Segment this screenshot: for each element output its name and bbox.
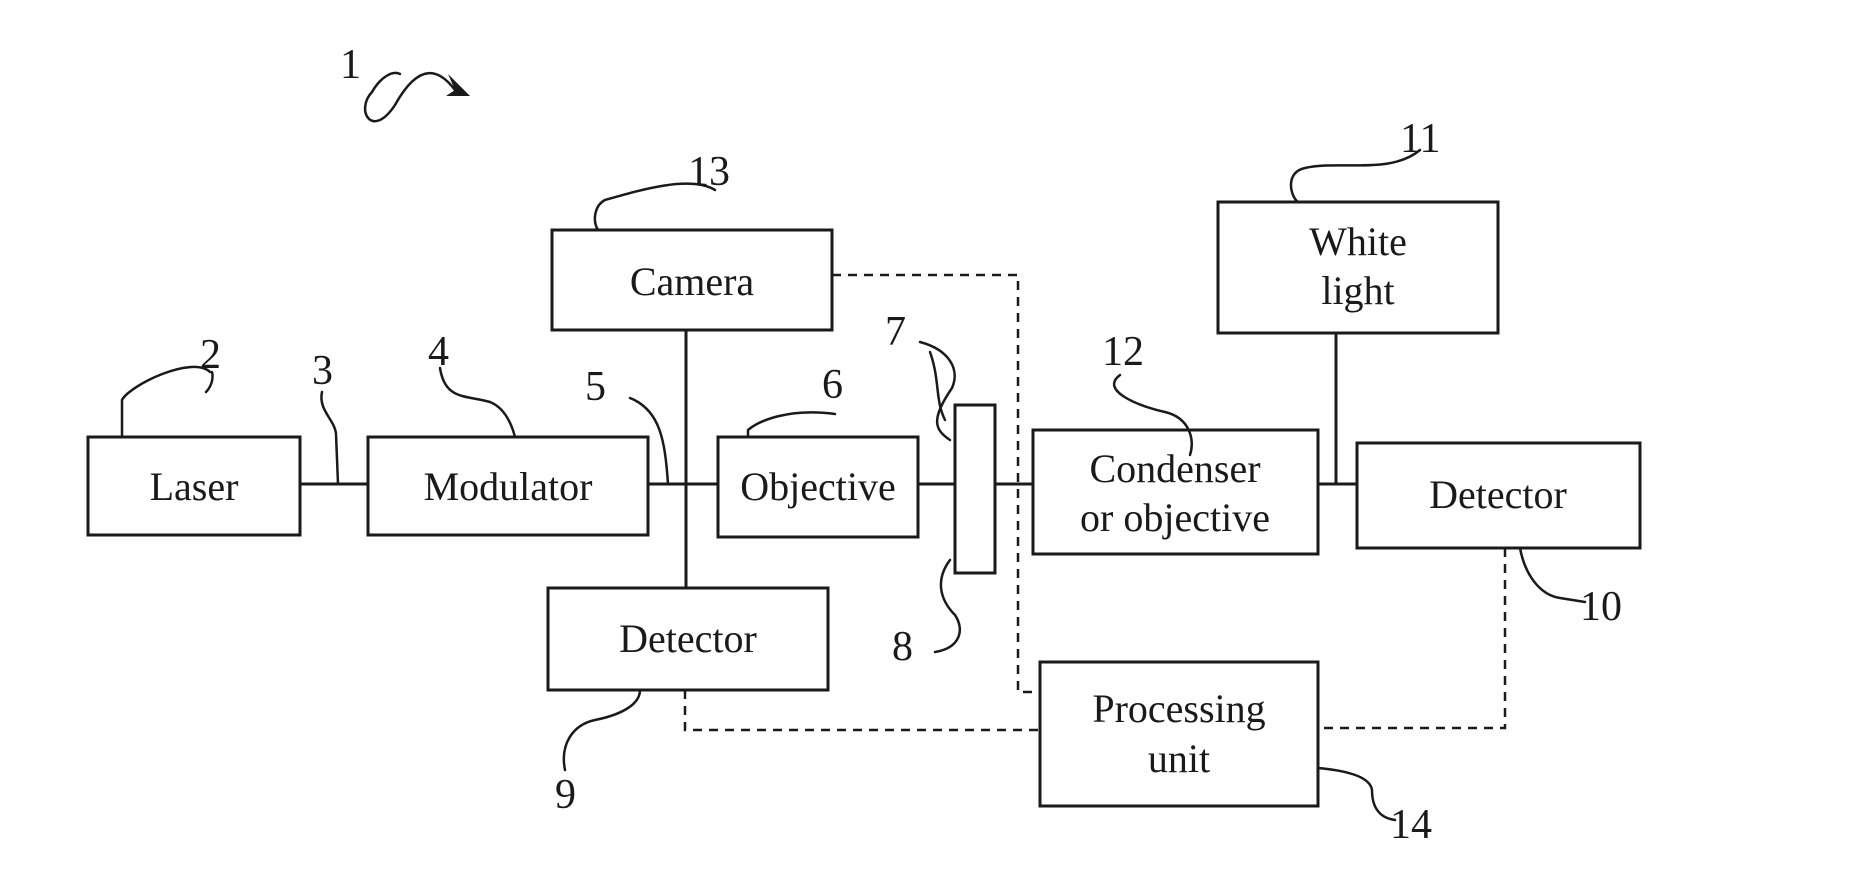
white-light-label-line2: light bbox=[1321, 268, 1394, 313]
ref-14: 14 bbox=[1390, 802, 1432, 848]
signal-detector10-processing bbox=[1318, 548, 1505, 728]
leader-14 bbox=[1318, 768, 1395, 820]
leader-6 bbox=[748, 412, 835, 437]
ref-12: 12 bbox=[1102, 329, 1144, 375]
ref-13: 13 bbox=[688, 149, 730, 195]
leader-7b bbox=[930, 352, 945, 420]
processing-unit-label-line1: Processing bbox=[1092, 686, 1265, 731]
processing-unit-label-line2: unit bbox=[1148, 736, 1210, 781]
ref-4: 4 bbox=[428, 329, 449, 375]
leader-10 bbox=[1520, 548, 1585, 602]
detector-right-block: Detector bbox=[1357, 443, 1640, 548]
sample-block bbox=[955, 405, 995, 573]
ref-9: 9 bbox=[555, 772, 576, 818]
signal-detector9-processing bbox=[685, 690, 1040, 730]
ref-7: 7 bbox=[885, 309, 906, 355]
camera-block: Camera bbox=[552, 230, 832, 330]
detector-right-label: Detector bbox=[1429, 472, 1567, 517]
leader-9 bbox=[564, 690, 640, 770]
camera-label: Camera bbox=[630, 259, 755, 304]
ref-11: 11 bbox=[1400, 116, 1440, 162]
processing-unit-block: Processing unit bbox=[1040, 662, 1318, 806]
white-light-label-line1: White bbox=[1309, 219, 1407, 264]
condenser-label-line2: or objective bbox=[1080, 495, 1270, 540]
ref-6: 6 bbox=[822, 362, 843, 408]
leader-4 bbox=[440, 368, 515, 437]
condenser-block: Condenser or objective bbox=[1033, 430, 1318, 554]
condenser-label-line1: Condenser bbox=[1089, 446, 1260, 491]
laser-block: Laser bbox=[88, 437, 300, 535]
ref-1: 1 bbox=[340, 42, 361, 88]
ref-10: 10 bbox=[1580, 584, 1622, 630]
ref-8: 8 bbox=[892, 624, 913, 670]
ref-3: 3 bbox=[312, 348, 333, 394]
detector-left-label: Detector bbox=[619, 616, 757, 661]
laser-label: Laser bbox=[150, 464, 239, 509]
leader-1-tail bbox=[372, 73, 400, 92]
objective-label: Objective bbox=[740, 464, 896, 509]
detector-left-block: Detector bbox=[548, 588, 828, 690]
objective-block: Objective bbox=[718, 437, 918, 537]
processing-unit-box bbox=[1040, 662, 1318, 806]
modulator-block: Modulator bbox=[368, 437, 648, 535]
leader-1 bbox=[365, 73, 455, 121]
leader-2 bbox=[122, 367, 210, 437]
sample-holder bbox=[955, 405, 995, 573]
leader-3 bbox=[321, 392, 338, 484]
ref-5: 5 bbox=[585, 364, 606, 410]
ref-2: 2 bbox=[200, 332, 221, 378]
white-light-block: White light bbox=[1218, 202, 1498, 333]
modulator-label: Modulator bbox=[424, 464, 593, 509]
